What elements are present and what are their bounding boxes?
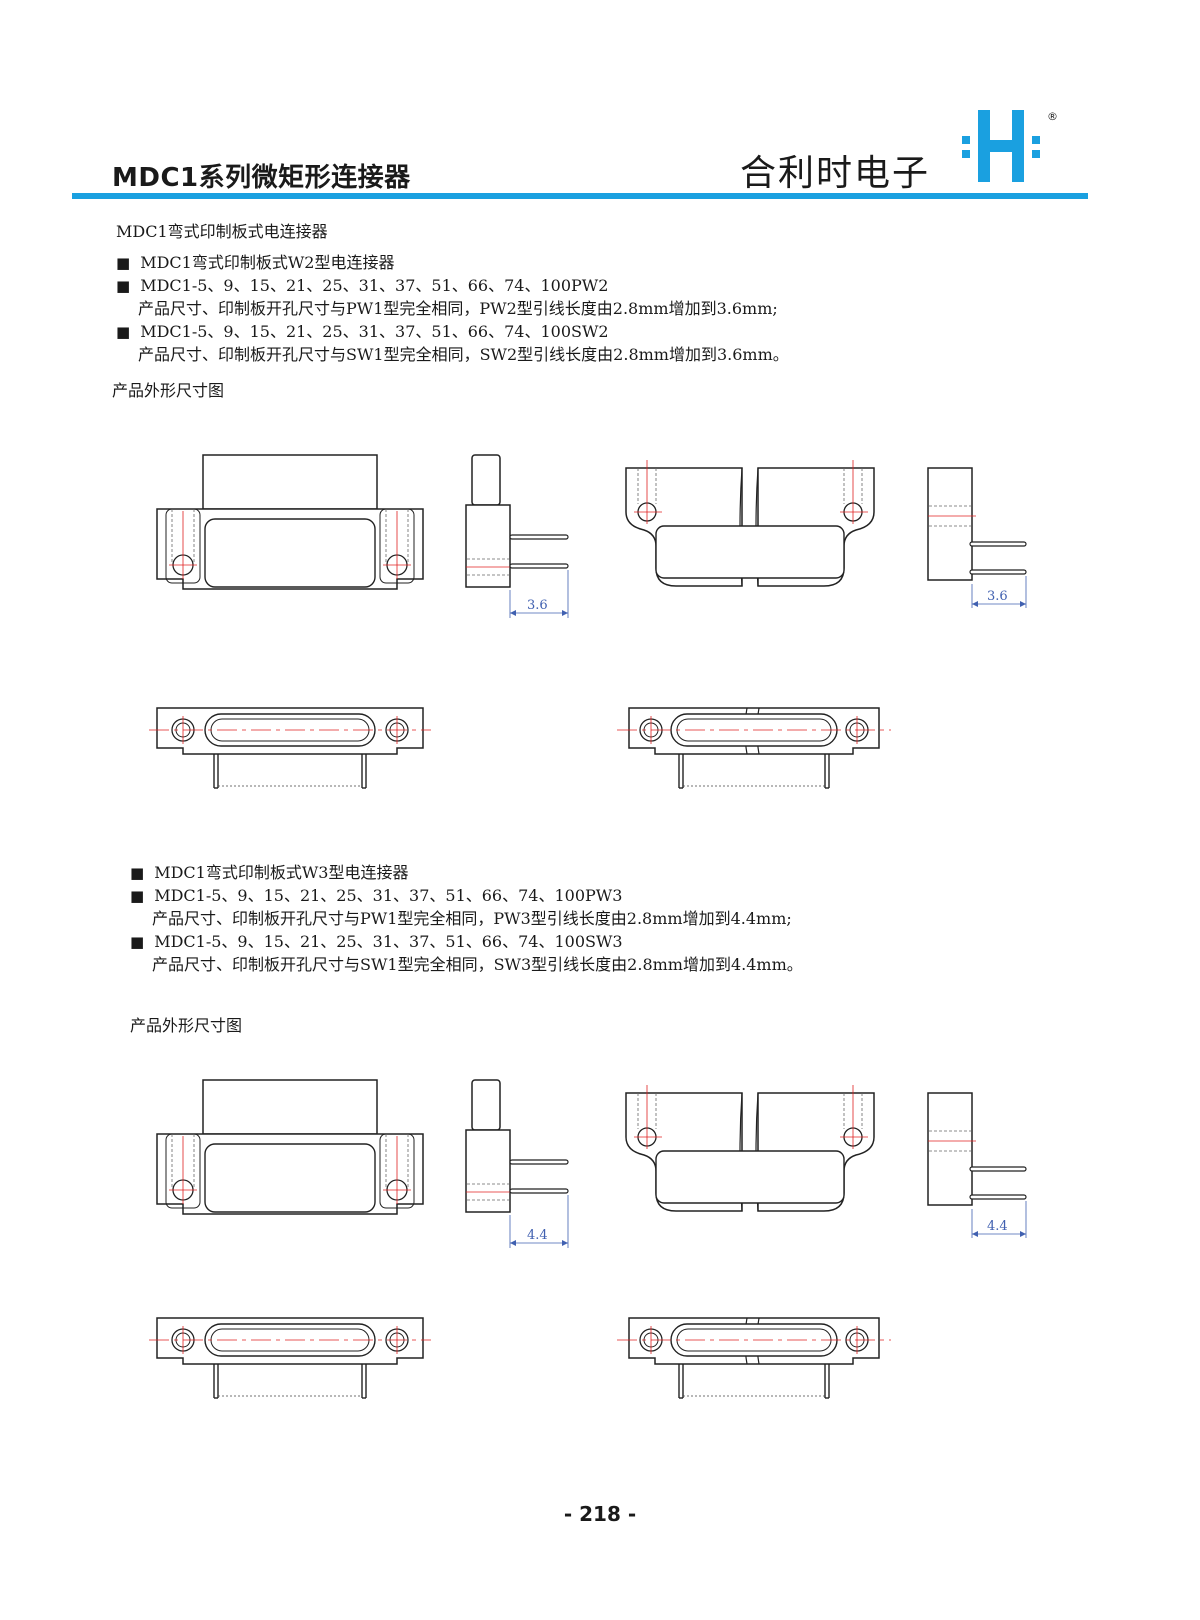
bullet-icon: ■	[116, 323, 131, 341]
dim-label-3.6-b: 3.6	[987, 589, 1008, 604]
registered-mark: ®	[1047, 110, 1058, 123]
s1-line-3: 产品尺寸、印制板开孔尺寸与PW1型完全相同，PW2型引线长度由2.8mm增加到3…	[138, 298, 778, 320]
brand-logo	[962, 110, 1040, 182]
s1-line-4-text: MDC1-5、9、15、21、25、31、37、51、66、74、100SW2	[140, 322, 609, 341]
dim-label-3.6-a: 3.6	[527, 598, 548, 613]
s2-line-1-text: MDC1弯式印制板式W3型电连接器	[154, 863, 409, 882]
pw3-pins	[509, 1159, 569, 1248]
s2-line-5: 产品尺寸、印制板开孔尺寸与SW1型完全相同，SW3型引线长度由2.8mm增加到4…	[152, 954, 803, 976]
bullet-icon: ■	[130, 887, 145, 905]
document-title: MDC1系列微矩形连接器	[112, 163, 411, 193]
s1-line-5-text: 产品尺寸、印制板开孔尺寸与SW1型完全相同，SW2型引线长度由2.8mm增加到3…	[138, 345, 789, 364]
s2-line-5-text: 产品尺寸、印制板开孔尺寸与SW1型完全相同，SW3型引线长度由2.8mm增加到4…	[152, 955, 803, 974]
s1-line-3-text: 产品尺寸、印制板开孔尺寸与PW1型完全相同，PW2型引线长度由2.8mm增加到3…	[138, 299, 778, 318]
bottom-view-pw2	[148, 707, 432, 789]
side-view-pw3	[465, 1079, 515, 1213]
pw2-pins	[509, 534, 569, 618]
bullet-icon: ■	[130, 933, 145, 951]
bullet-icon: ■	[116, 254, 131, 272]
s1-line-2: ■ MDC1-5、9、15、21、25、31、37、51、66、74、100PW2	[116, 275, 608, 297]
sw3-pins	[969, 1166, 1027, 1238]
brand-name: 合利时电子	[740, 153, 931, 194]
s1-line-1-text: MDC1弯式印制板式W2型电连接器	[140, 253, 395, 272]
header-divider	[72, 193, 1088, 199]
s1-line-2-text: MDC1-5、9、15、21、25、31、37、51、66、74、100PW2	[140, 276, 609, 295]
dim-label-4.4-a: 4.4	[527, 1228, 548, 1243]
s2-line-3-text: 产品尺寸、印制板开孔尺寸与PW1型完全相同，PW3型引线长度由2.8mm增加到4…	[152, 909, 792, 928]
bottom-view-sw3	[616, 1317, 892, 1399]
bottom-view-pw3	[148, 1317, 432, 1399]
s2-line-4: ■ MDC1-5、9、15、21、25、31、37、51、66、74、100SW3	[130, 931, 623, 953]
page-number: - 218 -	[563, 1502, 637, 1526]
front-view-sw2	[625, 459, 875, 587]
front-view-pw3	[156, 1079, 424, 1215]
s2-line-2: ■ MDC1-5、9、15、21、25、31、37、51、66、74、100PW3	[130, 885, 622, 907]
s1-drawing-label: 产品外形尺寸图	[112, 381, 225, 400]
dim-label-4.4-b: 4.4	[987, 1219, 1008, 1234]
bullet-icon: ■	[116, 277, 131, 295]
sw2-pins	[969, 541, 1027, 608]
s2-line-2-text: MDC1-5、9、15、21、25、31、37、51、66、74、100PW3	[154, 886, 623, 905]
s2-line-1: ■ MDC1弯式印制板式W3型电连接器	[130, 862, 408, 884]
side-view-pw2	[465, 454, 515, 588]
side-view-sw2	[927, 467, 977, 581]
front-view-pw2	[156, 454, 424, 590]
side-view-sw3	[927, 1092, 977, 1206]
bullet-icon: ■	[130, 864, 145, 882]
s2-drawing-label: 产品外形尺寸图	[130, 1016, 243, 1035]
s1-line-5: 产品尺寸、印制板开孔尺寸与SW1型完全相同，SW2型引线长度由2.8mm增加到3…	[138, 344, 789, 366]
section1-heading: MDC1弯式印制板式电连接器	[116, 222, 328, 241]
front-view-sw3	[625, 1084, 875, 1212]
s2-line-4-text: MDC1-5、9、15、21、25、31、37、51、66、74、100SW3	[154, 932, 623, 951]
s1-line-1: ■ MDC1弯式印制板式W2型电连接器	[116, 252, 394, 274]
s1-line-4: ■ MDC1-5、9、15、21、25、31、37、51、66、74、100SW2	[116, 321, 609, 343]
bottom-view-sw2	[616, 707, 892, 789]
s2-line-3: 产品尺寸、印制板开孔尺寸与PW1型完全相同，PW3型引线长度由2.8mm增加到4…	[152, 908, 792, 930]
